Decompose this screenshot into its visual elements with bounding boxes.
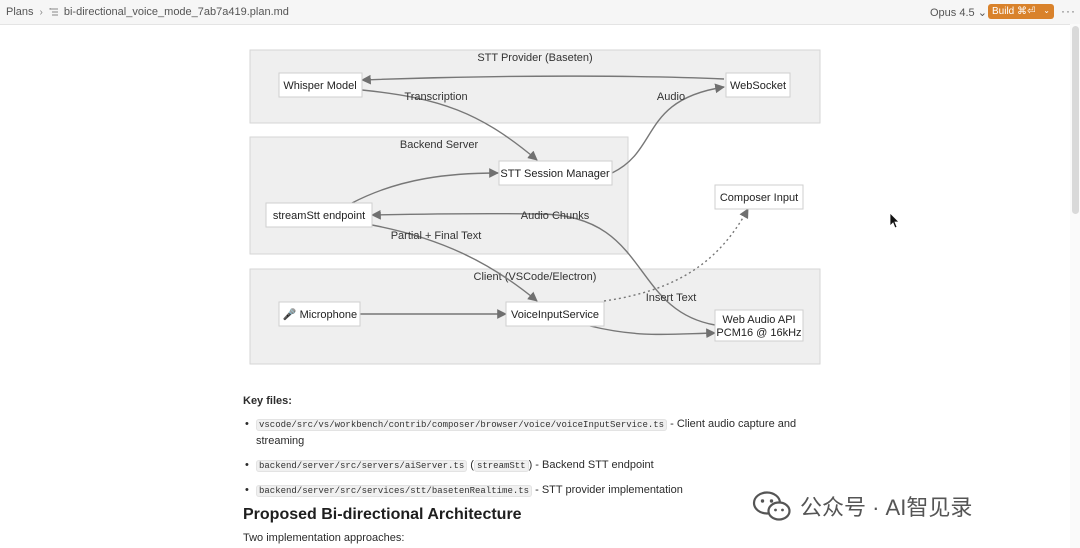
section-heading: Proposed Bi-directional Architecture: [243, 506, 522, 523]
edge-stream-stt-session: [351, 168, 499, 204]
node-label: Composer Input: [720, 192, 798, 204]
mouse-cursor-icon: [889, 212, 900, 229]
file-path: backend/server/src/servers/aiServer.ts: [256, 460, 468, 472]
list-item: backend/server/src/services/stt/basetenR…: [243, 482, 803, 499]
group-label: Backend Server: [400, 139, 479, 151]
function-name: streamStt: [473, 460, 529, 472]
node-websocket: WebSocket: [725, 72, 791, 98]
file-path: backend/server/src/services/stt/basetenR…: [256, 485, 533, 497]
key-files-title: Key files:: [243, 395, 292, 407]
edge-label-audio: Audio: [657, 91, 685, 103]
edge-label-partial-final: Partial + Final Text: [391, 230, 482, 242]
breadcrumb-file[interactable]: bi-directional_voice_mode_7ab7a419.plan.…: [63, 6, 289, 18]
watermark-text: 公众号 · AI智见录: [800, 495, 973, 520]
node-voice-input-service: VoiceInputService: [505, 301, 605, 327]
node-label: 🎤 Microphone: [283, 307, 357, 321]
scrollbar-thumb[interactable]: [1072, 26, 1079, 214]
model-selector[interactable]: Opus 4.5 ⌄: [930, 6, 987, 19]
edge-websocket-whisper: [361, 74, 725, 85]
node-label: Whisper Model: [283, 80, 356, 92]
edge-label-insert-text: Insert Text: [646, 292, 697, 304]
node-composer-input: Composer Input: [714, 184, 804, 210]
file-description: - STT provider implementation: [532, 484, 683, 496]
file-path: vscode/src/vs/workbench/contrib/composer…: [256, 419, 668, 431]
list-item: vscode/src/vs/workbench/contrib/composer…: [243, 416, 803, 449]
node-microphone: 🎤 Microphone: [278, 301, 361, 327]
watermark: 公众号 · AI智见录: [752, 488, 972, 524]
top-bar: Plans › bi-directional_voice_mode_7ab7a4…: [0, 0, 1080, 25]
edge-webaudio-stream-stt: [371, 209, 716, 326]
edge-label-transcription: Transcription: [404, 91, 467, 103]
scrollbar-track[interactable]: [1070, 24, 1080, 548]
build-button[interactable]: Build ⌘⏎ ⌄: [988, 4, 1054, 19]
edge-stt-session-websocket: [611, 83, 725, 174]
node-label: PCM16 @ 16kHz: [716, 327, 801, 339]
model-label: Opus 4.5: [930, 7, 975, 19]
node-stream-stt-endpoint: streamStt endpoint: [265, 202, 373, 228]
group-label: STT Provider (Baseten): [477, 52, 592, 64]
more-options-button[interactable]: ···: [1061, 4, 1076, 18]
node-label: STT Session Manager: [500, 168, 610, 180]
file-description: - Client audio capture and streaming: [256, 418, 797, 447]
wechat-icon: [752, 491, 791, 521]
edge-voice-input-webaudio: [589, 325, 716, 339]
key-files-list: vscode/src/vs/workbench/contrib/composer…: [243, 416, 803, 507]
node-stt-session-manager: STT Session Manager: [498, 160, 613, 186]
file-description: ) - Backend STT endpoint: [528, 459, 654, 471]
build-label: Build ⌘⏎: [992, 6, 1036, 17]
group-backend-server: Backend Server: [249, 136, 629, 255]
plan-file-icon: [49, 8, 58, 16]
list-item: backend/server/src/servers/aiServer.ts (…: [243, 457, 803, 474]
edge-whisper-stt-session: [361, 89, 538, 161]
edge-voice-input-composer: [603, 208, 749, 302]
chevron-down-icon: ⌄: [977, 7, 987, 19]
node-whisper-model: Whisper Model: [278, 72, 363, 98]
chevron-down-icon[interactable]: ⌄: [1043, 6, 1050, 15]
node-web-audio-api: Web Audio API PCM16 @ 16kHz: [714, 309, 804, 342]
node-label: streamStt endpoint: [273, 210, 365, 222]
section-subtext: Two implementation approaches:: [243, 532, 405, 544]
breadcrumb-separator: ›: [39, 6, 43, 18]
group-label: Client (VSCode/Electron): [474, 271, 597, 283]
file-description-mid: (: [467, 459, 474, 471]
edge-label-audio-chunks: Audio Chunks: [521, 210, 590, 222]
node-label: VoiceInputService: [511, 309, 599, 321]
breadcrumb-plans[interactable]: Plans: [6, 6, 34, 18]
node-label: WebSocket: [730, 80, 786, 92]
node-label: Web Audio API: [722, 314, 795, 326]
edge-stream-voice-input: [371, 224, 538, 302]
